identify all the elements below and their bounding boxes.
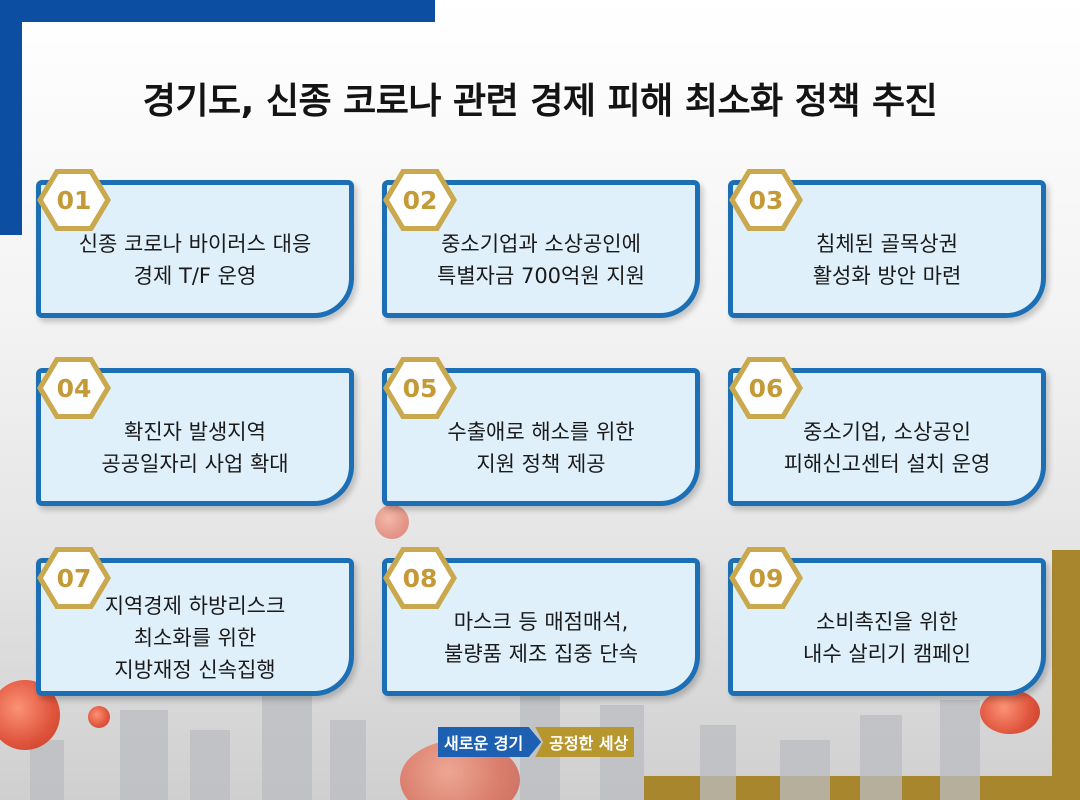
policy-card-05: 05 수출애로 해소를 위한 지원 정책 제공 <box>382 357 700 506</box>
card-text: 지역경제 하방리스크 최소화를 위한 지방재정 신속집행 <box>104 594 286 682</box>
badge-number: 09 <box>748 563 784 593</box>
slogan-right: 공정한 세상 <box>535 727 635 757</box>
badge-number: 04 <box>56 373 92 403</box>
badge-number: 03 <box>748 185 784 215</box>
card-text: 마스크 등 매점매석, 불량품 제조 집중 단속 <box>444 610 638 666</box>
badge-inner: 05 <box>389 362 451 414</box>
policy-card-01: 01 신종 코로나 바이러스 대응 경제 T/F 운영 <box>36 169 354 318</box>
badge-inner: 08 <box>389 552 451 604</box>
number-badge: 05 <box>383 357 457 419</box>
badge-number: 02 <box>402 185 438 215</box>
number-badge: 07 <box>37 547 111 609</box>
badge-number: 07 <box>56 563 92 593</box>
badge-number: 08 <box>402 563 438 593</box>
badge-inner: 01 <box>43 174 105 226</box>
card-text: 확진자 발생지역 공공일자리 사업 확대 <box>101 420 289 476</box>
badge-inner: 07 <box>43 552 105 604</box>
left-accent-bar <box>0 0 22 235</box>
policy-card-07: 07 지역경제 하방리스크 최소화를 위한 지방재정 신속집행 <box>36 547 354 696</box>
right-accent-bar <box>1052 550 1080 800</box>
policy-card-09: 09 소비촉진을 위한 내수 살리기 캠페인 <box>728 547 1046 696</box>
top-accent-bar <box>0 0 435 22</box>
policy-card-06: 06 중소기업, 소상공인 피해신고센터 설치 운영 <box>728 357 1046 506</box>
virus-icon <box>88 706 110 728</box>
badge-inner: 04 <box>43 362 105 414</box>
page-title: 경기도, 신종 코로나 관련 경제 피해 최소화 정책 추진 <box>142 81 938 122</box>
virus-icon <box>375 505 409 539</box>
number-badge: 01 <box>37 169 111 231</box>
number-badge: 06 <box>729 357 803 419</box>
city-skyline <box>0 660 1080 800</box>
number-badge: 04 <box>37 357 111 419</box>
card-text: 중소기업과 소상공인에 특별자금 700억원 지원 <box>437 232 645 288</box>
policy-card-04: 04 확진자 발생지역 공공일자리 사업 확대 <box>36 357 354 506</box>
card-text: 소비촉진을 위한 내수 살리기 캠페인 <box>803 610 971 666</box>
card-text: 수출애로 해소를 위한 지원 정책 제공 <box>447 420 635 476</box>
badge-number: 05 <box>402 373 438 403</box>
slogan-left: 새로운 경기 <box>438 727 542 757</box>
card-text: 신종 코로나 바이러스 대응 경제 T/F 운영 <box>78 232 312 288</box>
virus-icon <box>980 690 1040 734</box>
badge-inner: 06 <box>735 362 797 414</box>
slogan-banner: 새로운 경기 공정한 세상 <box>438 727 635 757</box>
number-badge: 02 <box>383 169 457 231</box>
badge-number: 06 <box>748 373 784 403</box>
number-badge: 03 <box>729 169 803 231</box>
card-text: 침체된 골목상권 활성화 방안 마련 <box>812 232 962 288</box>
badge-inner: 09 <box>735 552 797 604</box>
badge-inner: 02 <box>389 174 451 226</box>
policy-card-02: 02 중소기업과 소상공인에 특별자금 700억원 지원 <box>382 169 700 318</box>
card-text: 중소기업, 소상공인 피해신고센터 설치 운영 <box>783 420 991 476</box>
policy-card-03: 03 침체된 골목상권 활성화 방안 마련 <box>728 169 1046 318</box>
number-badge: 08 <box>383 547 457 609</box>
number-badge: 09 <box>729 547 803 609</box>
badge-number: 01 <box>56 185 92 215</box>
badge-inner: 03 <box>735 174 797 226</box>
